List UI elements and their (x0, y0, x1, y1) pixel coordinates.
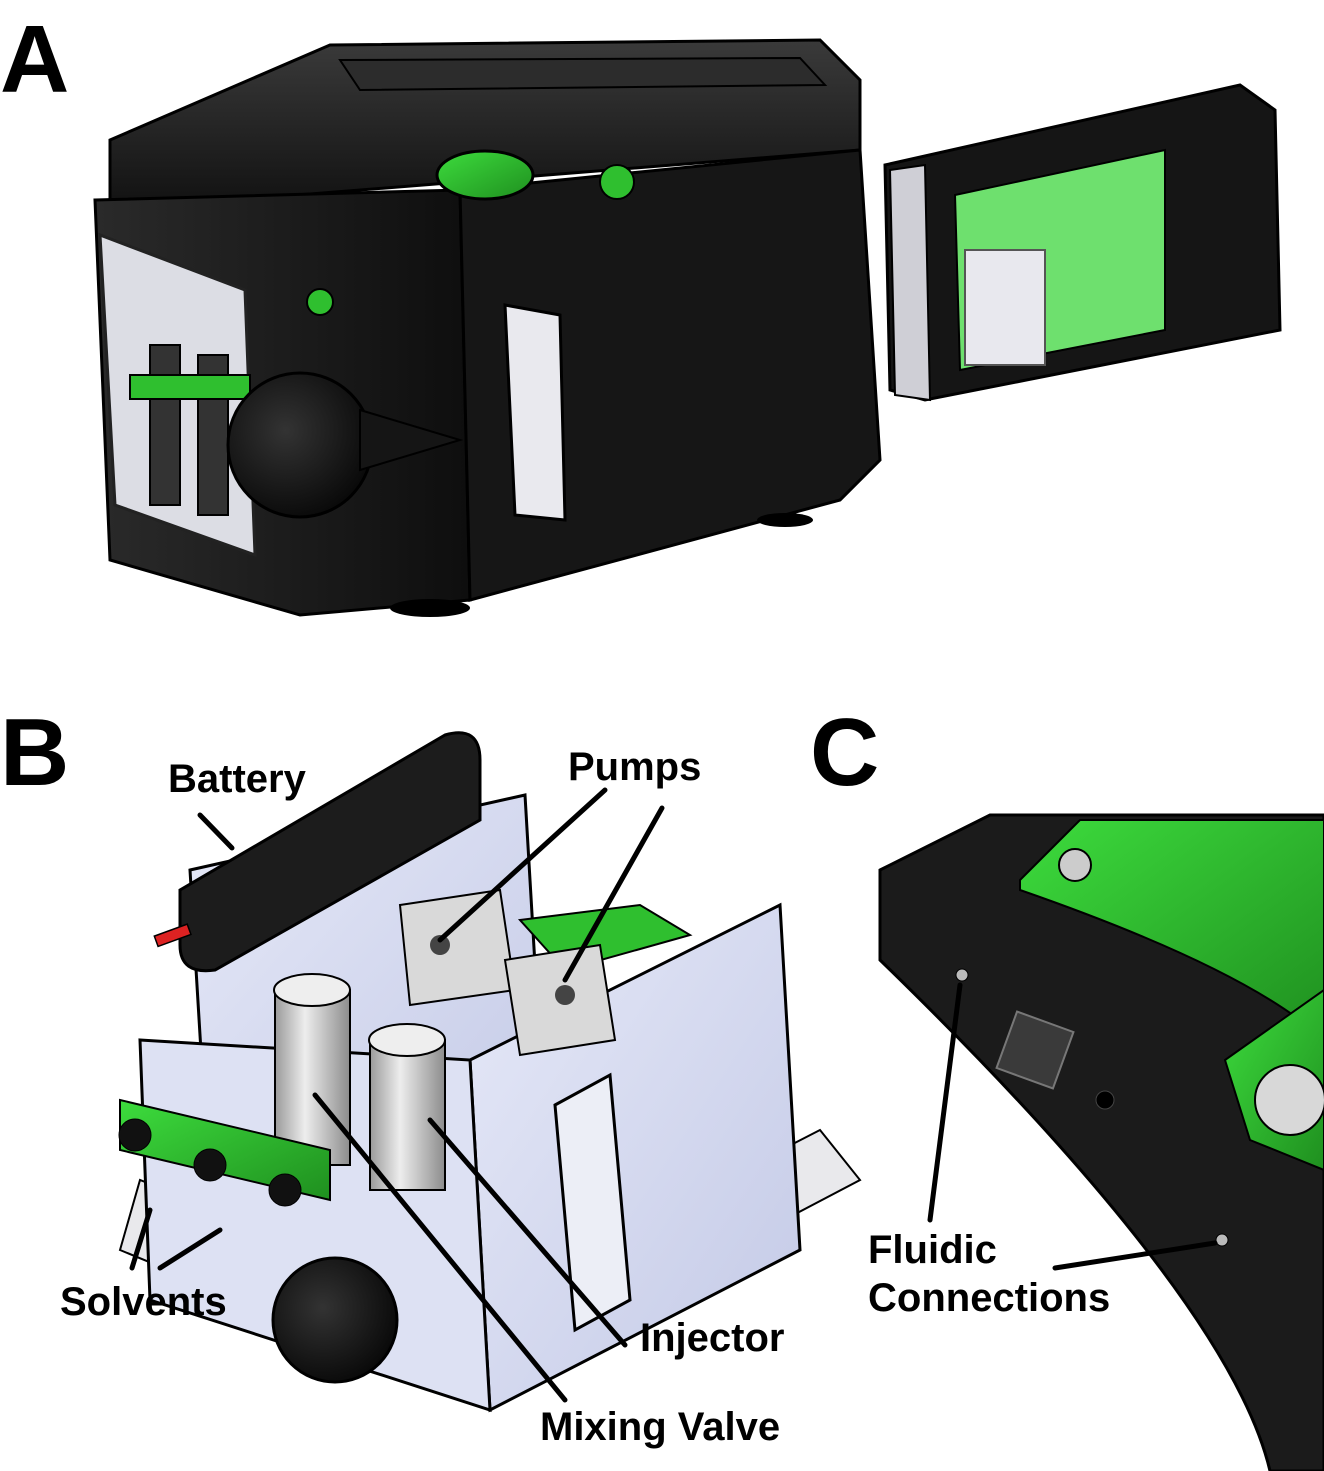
panel-label-a: A (0, 6, 70, 113)
mixing-valve-label: Mixing Valve (540, 1405, 781, 1449)
injector-leader (427, 1117, 628, 1348)
solvents-leader-2 (157, 1227, 223, 1271)
solvents-label: Solvents (60, 1280, 227, 1324)
fluidic-leader-1 (927, 982, 963, 1223)
panel-b-internals (118, 731, 862, 1413)
fluidic-connections-label-line1: Fluidic (868, 1228, 997, 1272)
pumps-leader-1 (437, 787, 608, 943)
fluidic-leader-2 (1052, 1240, 1218, 1271)
battery-label: Battery (168, 757, 306, 801)
pumps-leader-2 (562, 805, 665, 983)
pumps-label: Pumps (568, 745, 702, 789)
panel-c-closeup (878, 813, 1324, 1471)
panel-a-instrument (93, 38, 1282, 617)
solvents-leader-1 (129, 1207, 153, 1271)
leader-lines (129, 787, 1218, 1403)
battery-leader (197, 812, 235, 851)
injector-label: Injector (640, 1316, 785, 1360)
mixing-valve-leader (312, 1092, 568, 1403)
fluidic-connections-label-line2: Connections (868, 1276, 1111, 1320)
panel-label-c: C (810, 699, 880, 806)
panel-label-b: B (0, 699, 70, 806)
